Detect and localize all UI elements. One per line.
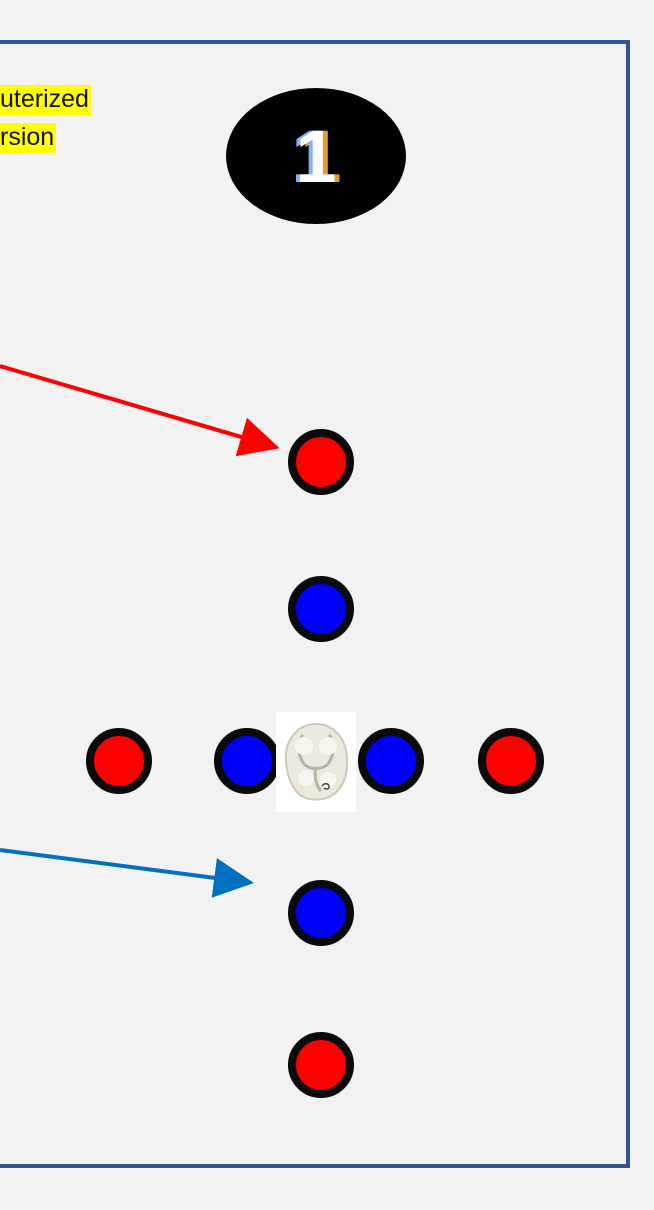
point-right-inner bbox=[358, 728, 424, 794]
point-left-inner bbox=[214, 728, 280, 794]
point-top-inner bbox=[288, 576, 354, 642]
point-left-outer bbox=[86, 728, 152, 794]
point-bottom-outer bbox=[288, 1032, 354, 1098]
point-right-outer bbox=[478, 728, 544, 794]
point-bottom-inner bbox=[288, 880, 354, 946]
red-arrow bbox=[0, 366, 272, 446]
blue-arrow bbox=[0, 850, 246, 882]
tooth-occlusal-icon bbox=[276, 712, 356, 812]
point-top-outer bbox=[288, 429, 354, 495]
